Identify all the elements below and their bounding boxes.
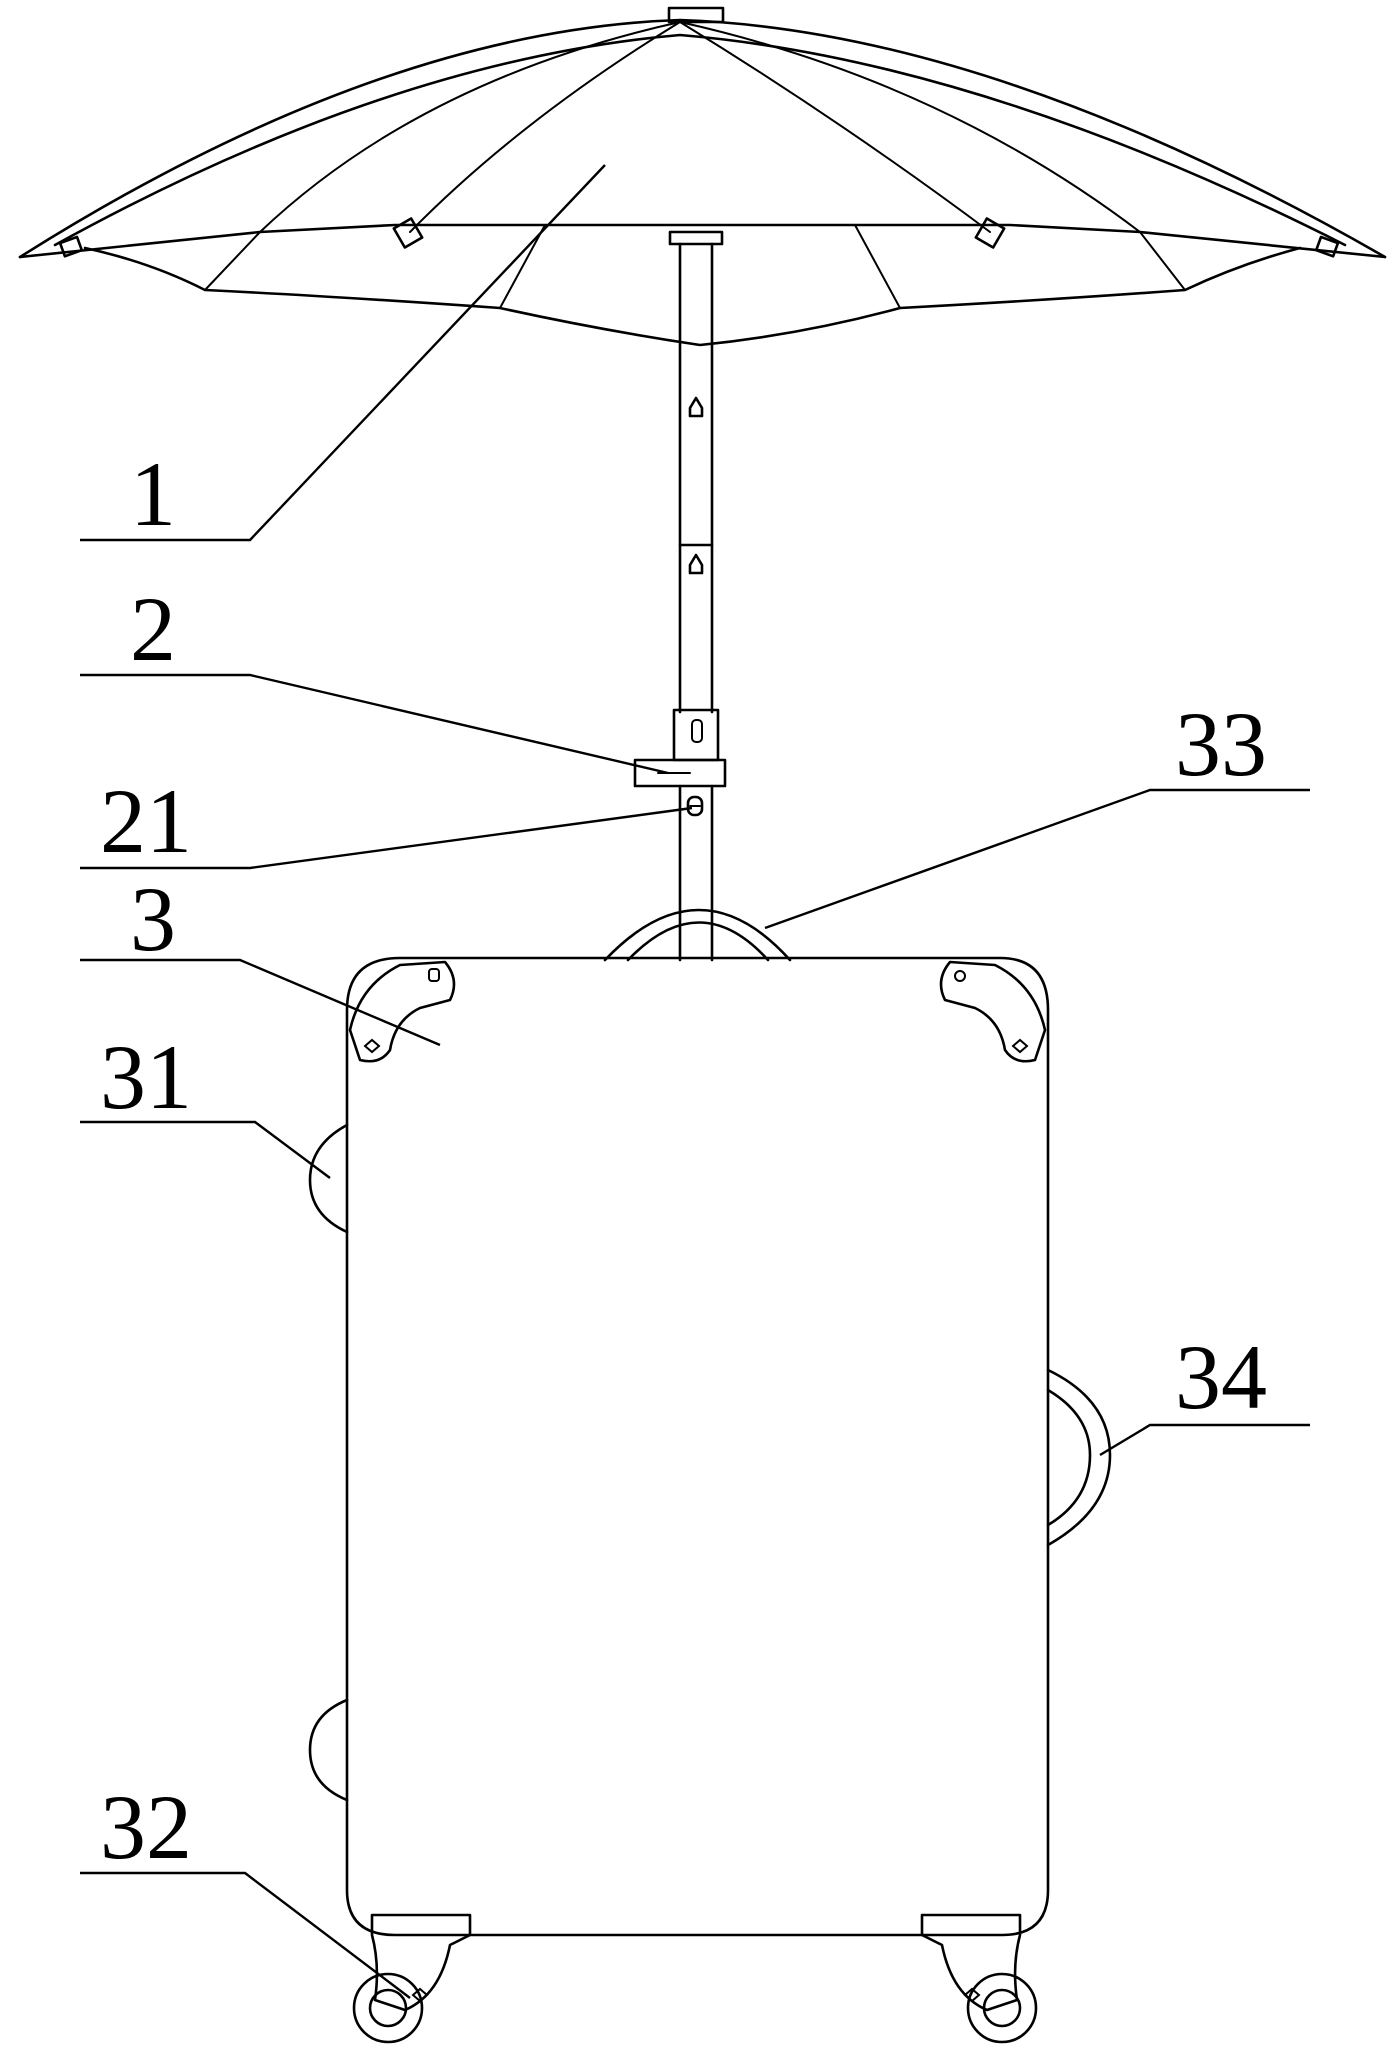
leader-2	[80, 673, 669, 775]
umbrella-canopy	[18, 6, 1387, 347]
umbrella-runner	[668, 230, 724, 246]
canopy-strut	[854, 224, 901, 309]
suitcase-body	[308, 956, 1112, 1937]
label-3: 3	[130, 868, 176, 970]
leader-34	[1099, 1423, 1310, 1457]
clamp-housing	[672, 708, 720, 762]
wheel-left	[352, 1913, 472, 2044]
canopy-outline	[18, 18, 1387, 259]
canopy-strut	[1139, 231, 1186, 291]
corner-guard	[348, 960, 456, 1063]
canopy-strut	[204, 231, 261, 291]
canopy-rib	[409, 21, 681, 233]
wheel-bracket	[370, 1913, 472, 2012]
label-34: 34	[1175, 1326, 1267, 1428]
label-2: 2	[130, 578, 176, 680]
clamp-slot	[691, 719, 703, 743]
canopy-rib	[679, 21, 1141, 233]
wheel-screw	[963, 1987, 981, 2003]
telescopic-pole	[633, 242, 727, 962]
canopy-scallops	[83, 246, 1302, 347]
side-handle-inner	[1046, 1388, 1092, 1527]
wheel-right	[920, 1913, 1038, 2044]
wheel-hub	[368, 1988, 408, 2028]
rib-clip	[392, 217, 424, 249]
pole-fastener	[686, 795, 704, 817]
side-bumper	[308, 1698, 349, 1802]
leader-lines	[80, 164, 1310, 1999]
label-32: 32	[100, 1776, 192, 1878]
rib-clip	[974, 217, 1006, 249]
leader-3	[80, 958, 441, 1047]
canopy-rib	[679, 21, 991, 233]
rib-clip	[58, 235, 84, 258]
pole-button	[688, 553, 704, 575]
leader-33	[764, 788, 1310, 930]
handle-outer	[603, 908, 792, 962]
top-handle	[603, 908, 792, 962]
canopy-inner-rim	[53, 33, 1347, 247]
canopy-rib	[259, 21, 681, 233]
umbrella-tip	[667, 6, 725, 24]
label-21: 21	[100, 770, 192, 872]
suitcase-outline	[345, 956, 1050, 1937]
corner-screw	[363, 1038, 381, 1054]
side-bumper	[308, 1123, 349, 1234]
wheel-bracket	[920, 1913, 1022, 2012]
label-1: 1	[130, 443, 176, 545]
pole-button	[688, 396, 704, 418]
label-31: 31	[100, 1026, 192, 1128]
reference-labels: 1 2 21 33 3 31 34 32	[100, 443, 1267, 1878]
label-33: 33	[1175, 693, 1267, 795]
side-handle-outer	[1046, 1368, 1112, 1547]
canopy-edge	[18, 223, 1387, 259]
handle-inner	[626, 921, 770, 962]
corner-screw	[1011, 1038, 1029, 1054]
corner-screw	[428, 968, 440, 982]
wheel-screw	[411, 1987, 429, 2003]
wheel-outer	[966, 1972, 1038, 2044]
corner-guard	[939, 960, 1047, 1063]
canopy-strut	[499, 224, 546, 309]
leader-31	[80, 1120, 331, 1179]
leader-1	[80, 164, 606, 542]
leader-21	[80, 806, 693, 870]
wheel-hub	[982, 1988, 1022, 2028]
rib-clip	[1314, 235, 1340, 258]
corner-screw	[954, 970, 966, 982]
wheel-outer	[352, 1972, 424, 2044]
leader-32	[80, 1871, 411, 1999]
